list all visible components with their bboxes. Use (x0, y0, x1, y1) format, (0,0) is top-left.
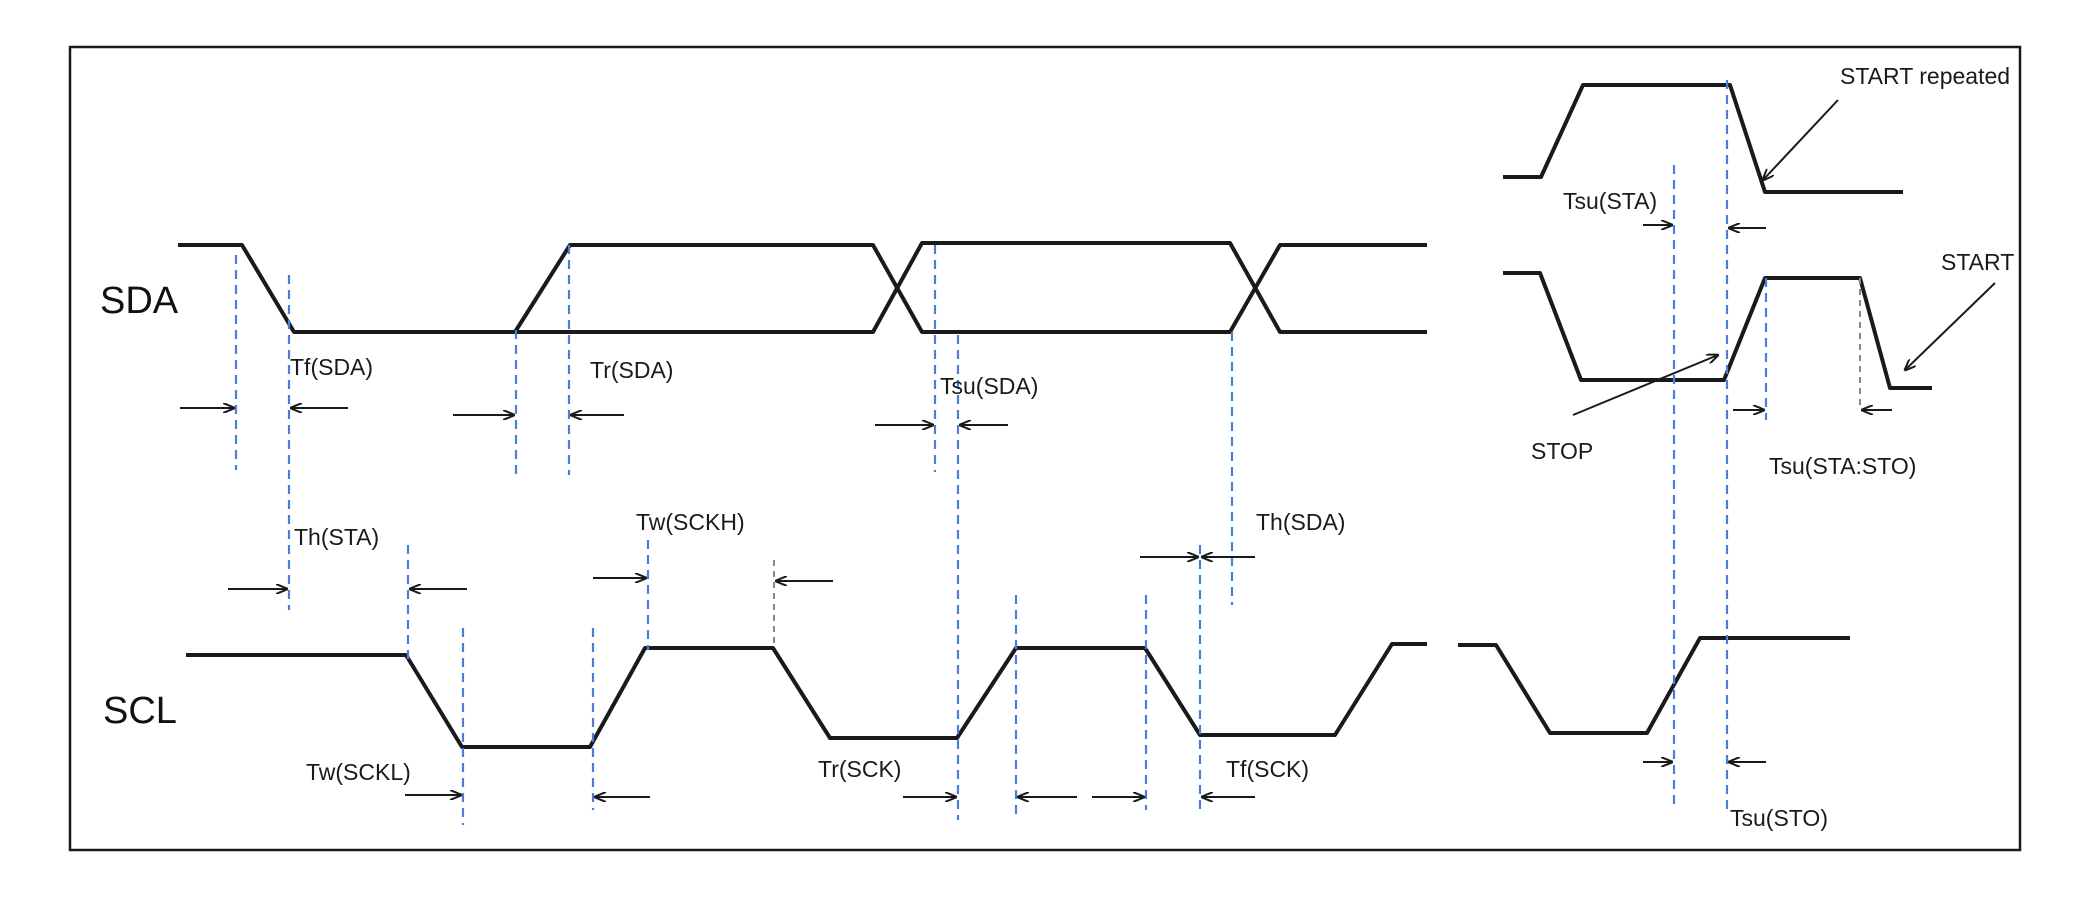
label-tsu-sta: Tsu(STA) (1563, 188, 1657, 214)
label-tsu-sda: Tsu(SDA) (940, 373, 1038, 399)
label-tw-sckl: Tw(SCKL) (306, 759, 411, 785)
timing-arrows (180, 99, 1996, 797)
label-tf-sck: Tf(SCK) (1226, 756, 1309, 782)
label-tr-sda: Tr(SDA) (590, 357, 673, 383)
start-repeated-sda-waveform (1503, 83, 1903, 194)
scl-waveform (186, 642, 1427, 749)
label-tr-sck: Tr(SCK) (818, 756, 901, 782)
stop-scl-waveform (1458, 636, 1850, 735)
label-stop: STOP (1531, 438, 1593, 464)
label-start: START (1941, 249, 2014, 275)
sda-waveform-complement (515, 241, 1427, 334)
label-th-sda: Th(SDA) (1256, 509, 1345, 535)
label-start-repeated: START repeated (1840, 63, 2010, 89)
scl-signal-label: SCL (103, 690, 177, 732)
label-tf-sda: Tf(SDA) (290, 354, 373, 380)
sda-signal-label: SDA (100, 280, 179, 322)
label-tsu-sto: Tsu(STO) (1730, 805, 1828, 831)
label-tsu-sta-sto: Tsu(STA:STO) (1769, 453, 1916, 479)
label-th-sta: Th(STA) (294, 524, 379, 550)
stop-start-sda-waveform (1503, 271, 1932, 390)
diagram-frame (68, 45, 2022, 852)
timing-guide-lines (234, 80, 1861, 825)
label-tw-sckh: Tw(SCKH) (636, 509, 745, 535)
